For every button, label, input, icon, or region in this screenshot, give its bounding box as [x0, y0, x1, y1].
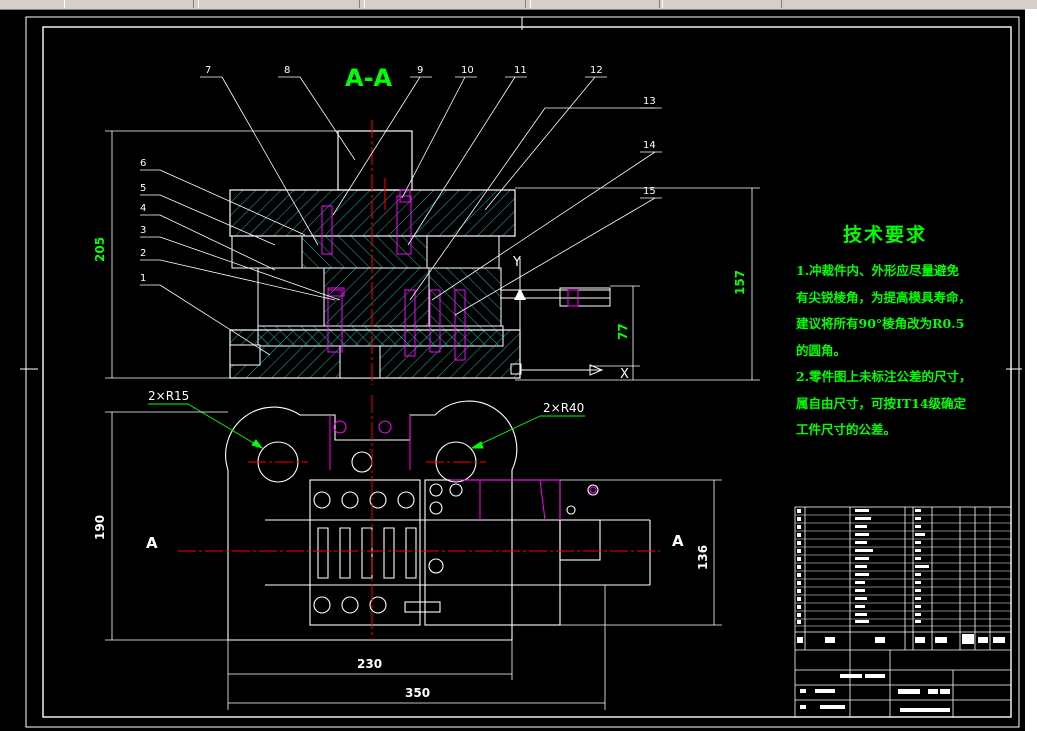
- dim-lower-height: 77: [616, 323, 630, 340]
- part-number-9: 9: [417, 65, 423, 76]
- part-number-12: 12: [590, 65, 603, 76]
- part-number-4: 4: [140, 203, 146, 214]
- toolbar-tab-2[interactable]: [198, 0, 360, 8]
- dim-upper-height: 157: [733, 270, 747, 295]
- tech-line-5: 2.零件图上未标注公差的尺寸，: [796, 369, 972, 384]
- tech-line-1: 1.冲裁件内、外形应尽量避免: [796, 263, 960, 278]
- tech-line-3: 建议将所有90°棱角改为R0.5: [796, 316, 965, 331]
- dim-large-radius: 2×R40: [543, 401, 584, 415]
- part-number-14: 14: [643, 140, 656, 151]
- plan-dimensions: [105, 411, 722, 710]
- title-block: [794, 506, 1012, 718]
- part-number-labels: 1 2 3 4 5 6 7 8 9 10 11 12 13 14 15: [140, 65, 656, 284]
- inner-frame: [42, 26, 1012, 718]
- part-number-8: 8: [284, 65, 290, 76]
- part-number-2: 2: [140, 248, 146, 259]
- top-toolbar: [0, 0, 1037, 10]
- axis-label-y: Y: [512, 255, 521, 270]
- dim-strip-width: 136: [696, 545, 710, 570]
- part-number-6: 6: [140, 158, 146, 169]
- section-view: [140, 76, 662, 385]
- part-number-11: 11: [514, 65, 527, 76]
- part-number-10: 10: [461, 65, 474, 76]
- dim-plan-depth: 190: [93, 515, 107, 540]
- right-scrollbar[interactable]: [1025, 9, 1037, 731]
- part-number-15: 15: [643, 186, 656, 197]
- toolbar-tab-5[interactable]: [662, 0, 782, 8]
- drawing-canvas[interactable]: 1 2 3 4 5 6 7 8 9 10 11 12 13 14 15 A-A …: [0, 9, 1025, 731]
- toolbar-tab-1[interactable]: [64, 0, 194, 8]
- tech-line-7: 工件尺寸的公差。: [796, 422, 897, 437]
- tech-line-4: 的圆角。: [796, 342, 847, 358]
- part-number-13: 13: [643, 96, 656, 107]
- part-number-7: 7: [205, 65, 211, 76]
- dim-outer-width: 350: [405, 686, 430, 700]
- tech-line-6: 属自由尺寸，可按IT14级确定: [796, 395, 967, 411]
- radius-leaders: [148, 403, 585, 449]
- toolbar-tab-4[interactable]: [530, 0, 660, 8]
- section-marker-right: A: [672, 532, 684, 550]
- dim-total-height: 205: [93, 237, 107, 262]
- bom-rows: [795, 514, 1011, 627]
- part-number-3: 3: [140, 225, 146, 236]
- dim-inner-width: 230: [357, 657, 382, 671]
- axis-label-x: X: [620, 367, 629, 382]
- tech-requirements: 1.冲裁件内、外形应尽量避免 有尖锐棱角，为提高模具寿命， 建议将所有90°棱角…: [796, 258, 976, 444]
- plan-hidden-lines: [329, 415, 597, 521]
- dim-small-radius: 2×R15: [148, 389, 189, 403]
- part-number-1: 1: [140, 273, 146, 284]
- section-marker-left: A: [146, 534, 158, 552]
- part-number-5: 5: [140, 183, 146, 194]
- toolbar-tab-3[interactable]: [364, 0, 526, 8]
- tech-requirements-title: 技术要求: [843, 224, 928, 246]
- section-dimensions: [105, 130, 760, 381]
- bom-entries: [797, 509, 1005, 712]
- tech-line-2: 有尖锐棱角，为提高模具寿命，: [796, 289, 972, 305]
- section-title: A-A: [345, 64, 393, 92]
- plan-view: [225, 400, 651, 641]
- plan-centerlines: [178, 395, 660, 640]
